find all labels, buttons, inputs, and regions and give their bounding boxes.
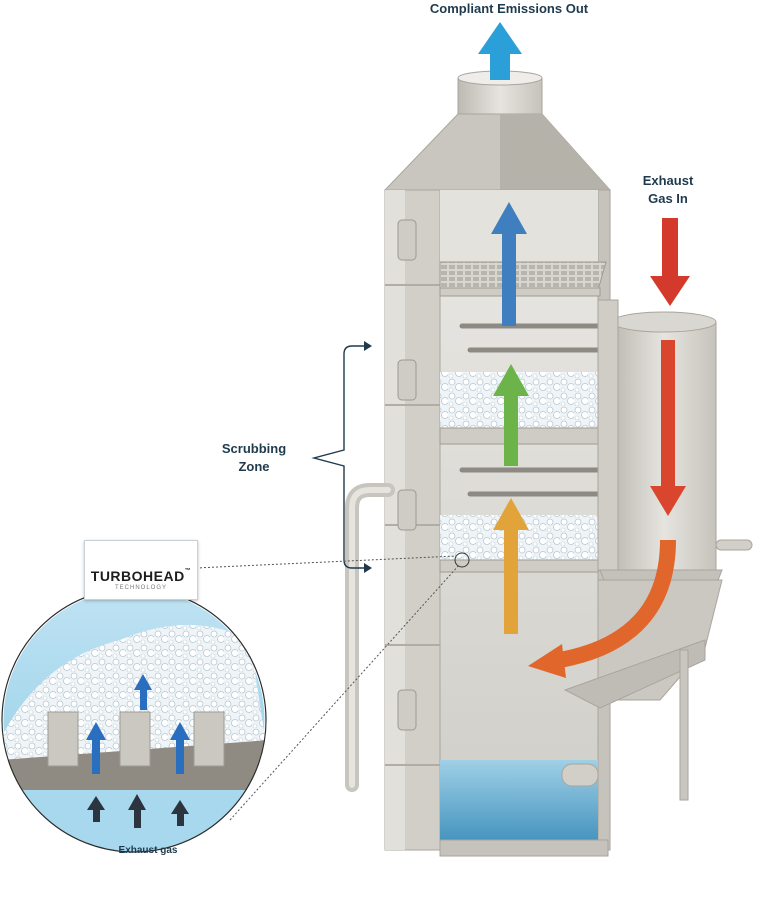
exhaust-gas-label: Exhaust gas xyxy=(118,845,178,856)
logo-subtitle: TECHNOLOGY xyxy=(114,585,167,591)
flow-arrow-blue xyxy=(491,202,527,326)
callout-marker xyxy=(454,552,470,568)
outlet-arrow xyxy=(478,22,522,80)
logo-wordmark: TURBOHEAD xyxy=(90,568,185,584)
inlet-arrow xyxy=(650,218,690,306)
down-arrow-in-cylinder xyxy=(650,340,686,516)
flow-arrow-orange xyxy=(493,498,529,634)
turbohead-logo: TURBOHEAD™ TECHNOLOGY xyxy=(84,540,198,600)
detail-blue-arrows xyxy=(86,674,190,774)
scrubbing-zone-bracket xyxy=(311,345,370,569)
flow-arrow-green xyxy=(493,364,529,466)
curved-flow-arrow xyxy=(528,539,676,678)
logo-trademark: ™ xyxy=(184,568,192,574)
detail-exhaust-arrows xyxy=(87,794,189,828)
outlet-stack xyxy=(383,70,612,191)
spray-pipes-lower xyxy=(459,467,601,497)
logo-name: TURBOHEAD™ xyxy=(85,568,197,584)
spray-pipes-upper xyxy=(459,323,601,353)
compliant-emissions-label: Compliant Emissions Out xyxy=(429,1,589,16)
